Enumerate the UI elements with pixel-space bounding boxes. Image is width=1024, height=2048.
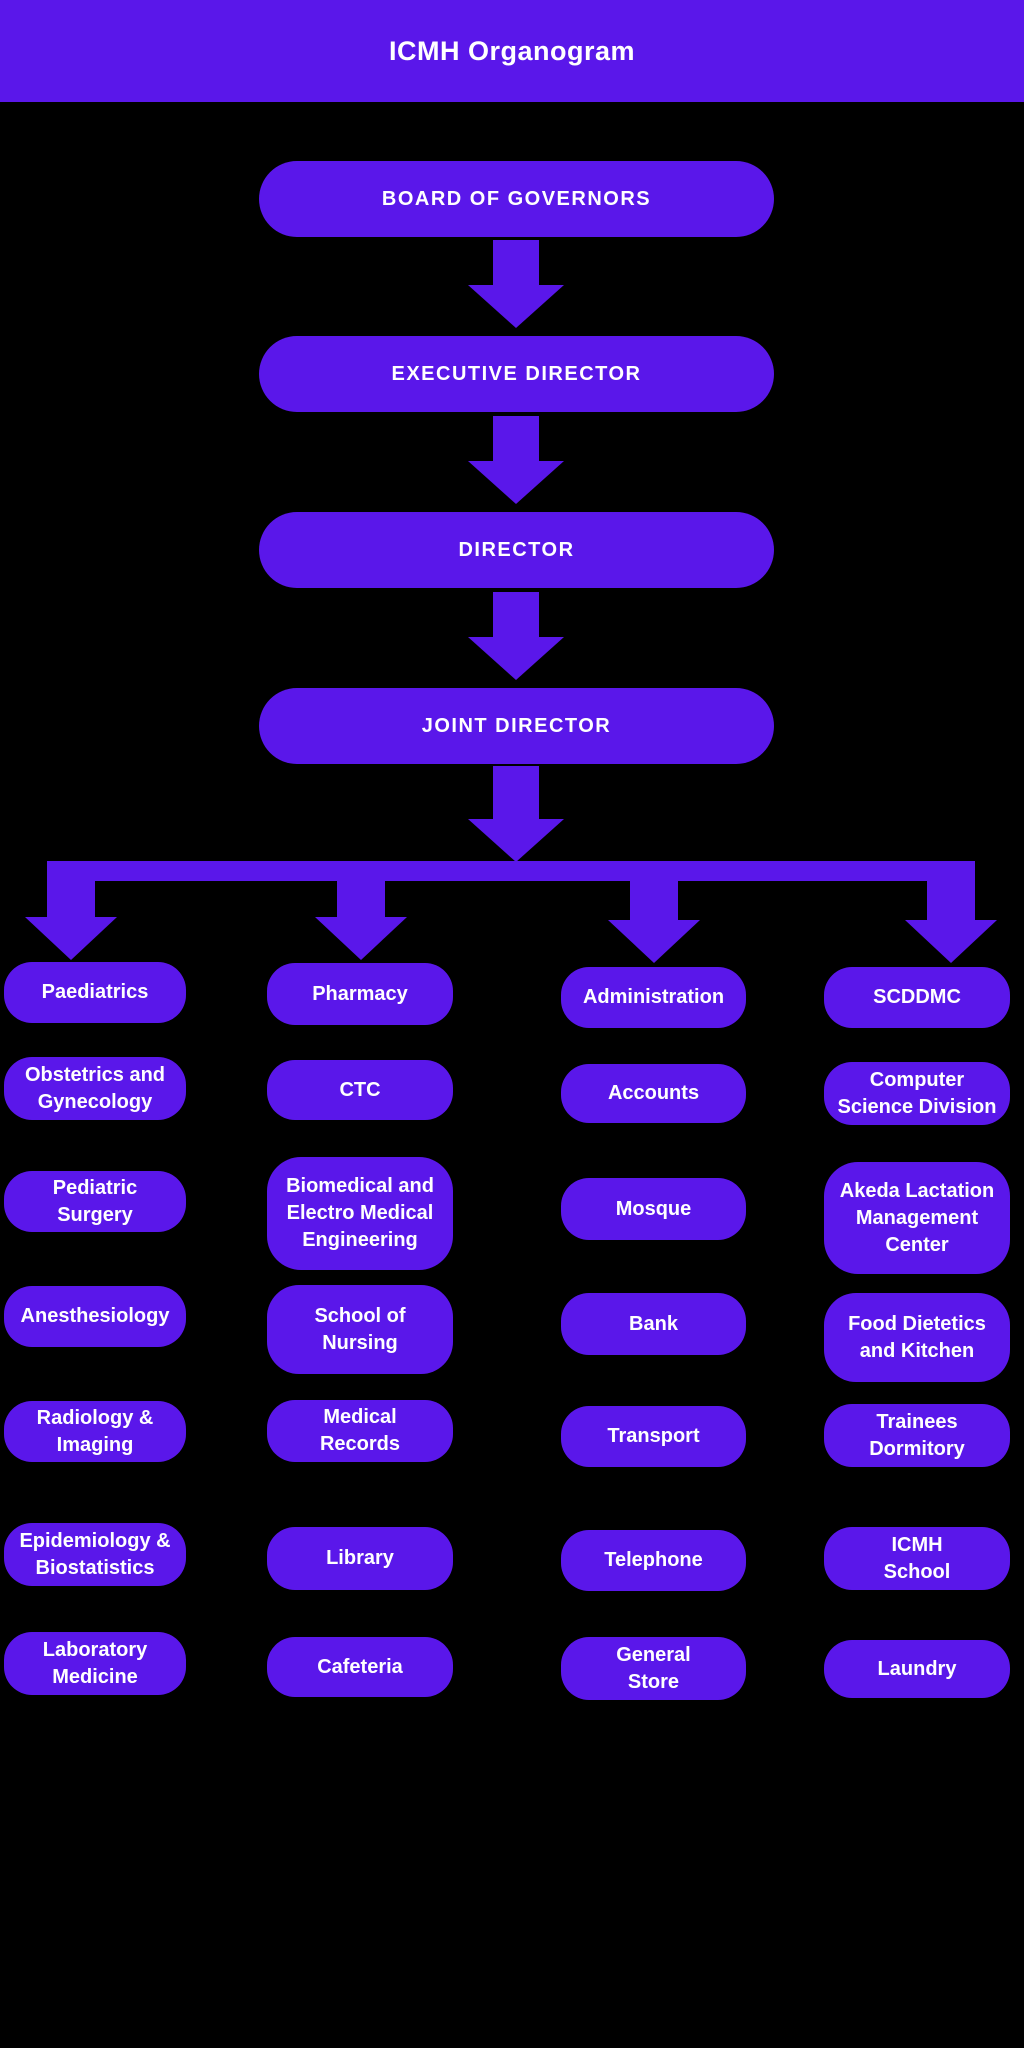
branch-arrowhead-3-icon [608,920,700,963]
org-node-pharmacy: Pharmacy [267,963,453,1025]
org-node-radiology-imaging: Radiology & Imaging [4,1401,186,1462]
org-node-administration: Administration [561,967,746,1028]
org-node-school-of-nursing: School of Nursing [267,1285,453,1374]
org-node-obstetrics-gynecology: Obstetrics and Gynecology [4,1057,186,1120]
org-node-pediatric-surgery: Pediatric Surgery [4,1171,186,1232]
org-node-mosque: Mosque [561,1178,746,1240]
org-node-anesthesiology: Anesthesiology [4,1286,186,1347]
org-node-bank: Bank [561,1293,746,1355]
org-node-akeda-lactation-center: Akeda Lactation Management Center [824,1162,1010,1274]
arrow-head-icon [468,819,564,862]
branch-arrowhead-2-icon [315,917,407,960]
title-bar: ICMH Organogram [0,0,1024,102]
flow-arrow-4 [468,766,564,862]
branch-arrowhead-4-icon [905,920,997,963]
flow-arrow-1 [468,240,564,328]
branch-stem-4 [927,861,975,922]
org-node-director: DIRECTOR [259,512,774,588]
branch-stem-2 [337,879,385,919]
org-node-ctc: CTC [267,1060,453,1120]
org-node-medical-records: Medical Records [267,1400,453,1462]
org-node-accounts: Accounts [561,1064,746,1123]
org-node-biomedical-engineering: Biomedical and Electro Medical Engineeri… [267,1157,453,1270]
org-node-computer-science-division: Computer Science Division [824,1062,1010,1125]
arrow-shaft [493,766,539,819]
branch-arrowhead-1-icon [25,917,117,960]
org-node-executive-director: EXECUTIVE DIRECTOR [259,336,774,412]
org-node-joint-director: JOINT DIRECTOR [259,688,774,764]
arrow-head-icon [468,461,564,504]
arrow-shaft [493,416,539,461]
org-node-cafeteria: Cafeteria [267,1637,453,1697]
org-node-library: Library [267,1527,453,1590]
arrow-head-icon [468,285,564,328]
arrow-shaft [493,592,539,637]
arrow-head-icon [468,637,564,680]
arrow-shaft [493,240,539,285]
org-node-telephone: Telephone [561,1530,746,1591]
flow-arrow-3 [468,592,564,680]
org-node-laboratory-medicine: Laboratory Medicine [4,1632,186,1695]
org-node-scddmc: SCDDMC [824,967,1010,1028]
branch-stem-3 [630,879,678,922]
branch-stem-1 [47,861,95,919]
org-node-transport: Transport [561,1406,746,1467]
org-node-paediatrics: Paediatrics [4,962,186,1023]
org-node-general-store: General Store [561,1637,746,1700]
org-node-food-dietetics-kitchen: Food Dietetics and Kitchen [824,1293,1010,1382]
page-title: ICMH Organogram [388,35,636,66]
org-node-trainees-dormitory: Trainees Dormitory [824,1404,1010,1467]
org-node-icmh-school: ICMH School [824,1527,1010,1590]
branch-connector-bar [47,861,975,881]
org-node-laundry: Laundry [824,1640,1010,1698]
flow-arrow-2 [468,416,564,504]
org-node-epidemiology-biostatistics: Epidemiology & Biostatistics [4,1523,186,1586]
org-node-board-of-governors: BOARD OF GOVERNORS [259,161,774,237]
